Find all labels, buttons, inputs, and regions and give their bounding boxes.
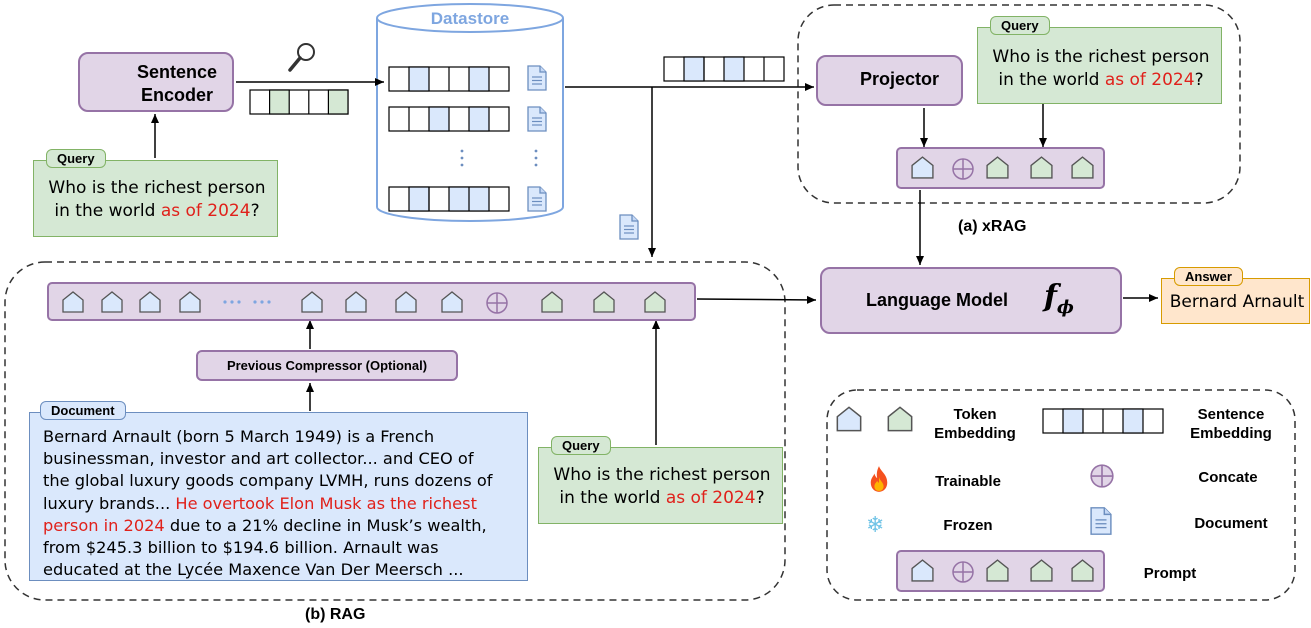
projector-box: Projector — [816, 55, 963, 106]
query-highlight: as of 2024 — [160, 201, 251, 221]
lm-phi: ϕ — [1056, 297, 1074, 318]
query-line2: in the world — [559, 488, 666, 508]
document-icon — [527, 65, 547, 91]
previous-compressor-label: Previous Compressor (Optional) — [226, 358, 428, 373]
legend-token-embedding: Token Embedding — [934, 406, 1016, 442]
previous-compressor-box: Previous Compressor (Optional) — [196, 350, 458, 381]
token-embedding-icon — [836, 406, 862, 432]
legend-frozen: Frozen — [943, 517, 993, 534]
datastore-title: Datastore — [430, 9, 510, 28]
circle-plus-icon — [952, 158, 974, 180]
document-line: luxury brands... — [43, 493, 176, 513]
rag-prompt-bar — [47, 282, 696, 321]
token-embedding-icon — [887, 406, 913, 432]
query-tag: Query — [990, 16, 1050, 35]
datastore-vector-row — [388, 66, 510, 92]
query-tag: Query — [46, 149, 106, 168]
circle-plus-icon — [1090, 464, 1114, 488]
datastore-vector-row — [388, 106, 510, 132]
answer-text: Bernard Arnault — [1169, 292, 1305, 312]
query-line2: in the world — [998, 70, 1105, 90]
query-box: Query Who is the richest person in the w… — [33, 149, 278, 237]
query-sentence-embedding — [249, 89, 349, 115]
sentence-encoder-line2: Encoder — [140, 85, 214, 105]
document-line: from $245.3 billion to $194.6 billion. A… — [43, 538, 439, 558]
query-line1: Who is the richest person — [48, 178, 266, 198]
rag-caption: (b) RAG — [305, 606, 366, 623]
snowflake-icon: ❄ — [866, 512, 885, 537]
query-tag: Query — [551, 436, 611, 455]
document-box: Document Bernard Arnault (born 5 March 1… — [29, 401, 528, 581]
language-model-label: Language Model — [866, 290, 1009, 310]
document-icon — [527, 186, 547, 212]
legend-concate: Concate — [1198, 469, 1258, 486]
document-highlight: He overtook Elon Musk as the richest — [175, 493, 477, 513]
document-line: Bernard Arnault (born 5 March 1949) is a… — [43, 427, 435, 446]
language-model-symbol: fϕ — [1044, 279, 1074, 318]
document-icon — [527, 106, 547, 132]
sentence-encoder-line1: Sentence — [136, 62, 218, 82]
rag-region — [4, 261, 786, 601]
query-line2: in the world — [54, 201, 161, 221]
legend-document: Document — [1194, 515, 1268, 532]
fire-icon — [870, 466, 888, 492]
document-line: educated at the Lycée Maxence Van Der Me… — [43, 560, 464, 580]
document-tag: Document — [40, 401, 126, 420]
search-icon — [288, 43, 315, 72]
language-model-box: Language Model fϕ — [820, 267, 1122, 334]
query-highlight: as of 2024 — [665, 488, 756, 508]
legend-prompt: Prompt — [1143, 565, 1197, 582]
legend-sentence-embedding: Sentence Embedding — [1190, 406, 1272, 442]
document-icon — [1090, 507, 1112, 535]
document-line: due to a 21% decline in Musk’s wealth, — [164, 515, 487, 535]
projector-label: Projector — [860, 69, 940, 89]
query-line1: Who is the richest person — [553, 465, 771, 485]
query-mark: ? — [250, 201, 260, 221]
retrieved-sentence-embedding — [663, 56, 785, 82]
query-mark: ? — [755, 488, 765, 508]
ellipsis-dots — [460, 149, 538, 167]
lm-f: f — [1044, 279, 1057, 314]
datastore-vector-row — [388, 186, 510, 212]
legend-trainable: Trainable — [935, 473, 1001, 490]
xrag-caption: (a) xRAG — [958, 218, 1027, 235]
sentence-embedding-icon — [1042, 408, 1164, 434]
sentence-encoder-box: Sentence Encoder — [78, 52, 234, 112]
query-box: Query Who is the richest person in the w… — [538, 436, 783, 524]
query-highlight: as of 2024 — [1104, 70, 1195, 90]
ellipsis-dots — [223, 300, 271, 304]
query-box: Query Who is the richest person in the w… — [977, 16, 1222, 104]
query-mark: ? — [1194, 70, 1204, 90]
query-line1: Who is the richest person — [992, 47, 1210, 67]
document-line: the global luxury goods company LVMH, ru… — [43, 471, 493, 491]
retrieved-document-icon — [619, 214, 639, 240]
xrag-region — [797, 4, 1241, 204]
document-highlight: person in 2024 — [43, 515, 165, 535]
legend-region — [826, 389, 1296, 601]
answer-box: Answer Bernard Arnault — [1161, 267, 1310, 324]
document-line: businessman, investor and art collector.… — [43, 449, 474, 469]
answer-tag: Answer — [1174, 267, 1243, 286]
